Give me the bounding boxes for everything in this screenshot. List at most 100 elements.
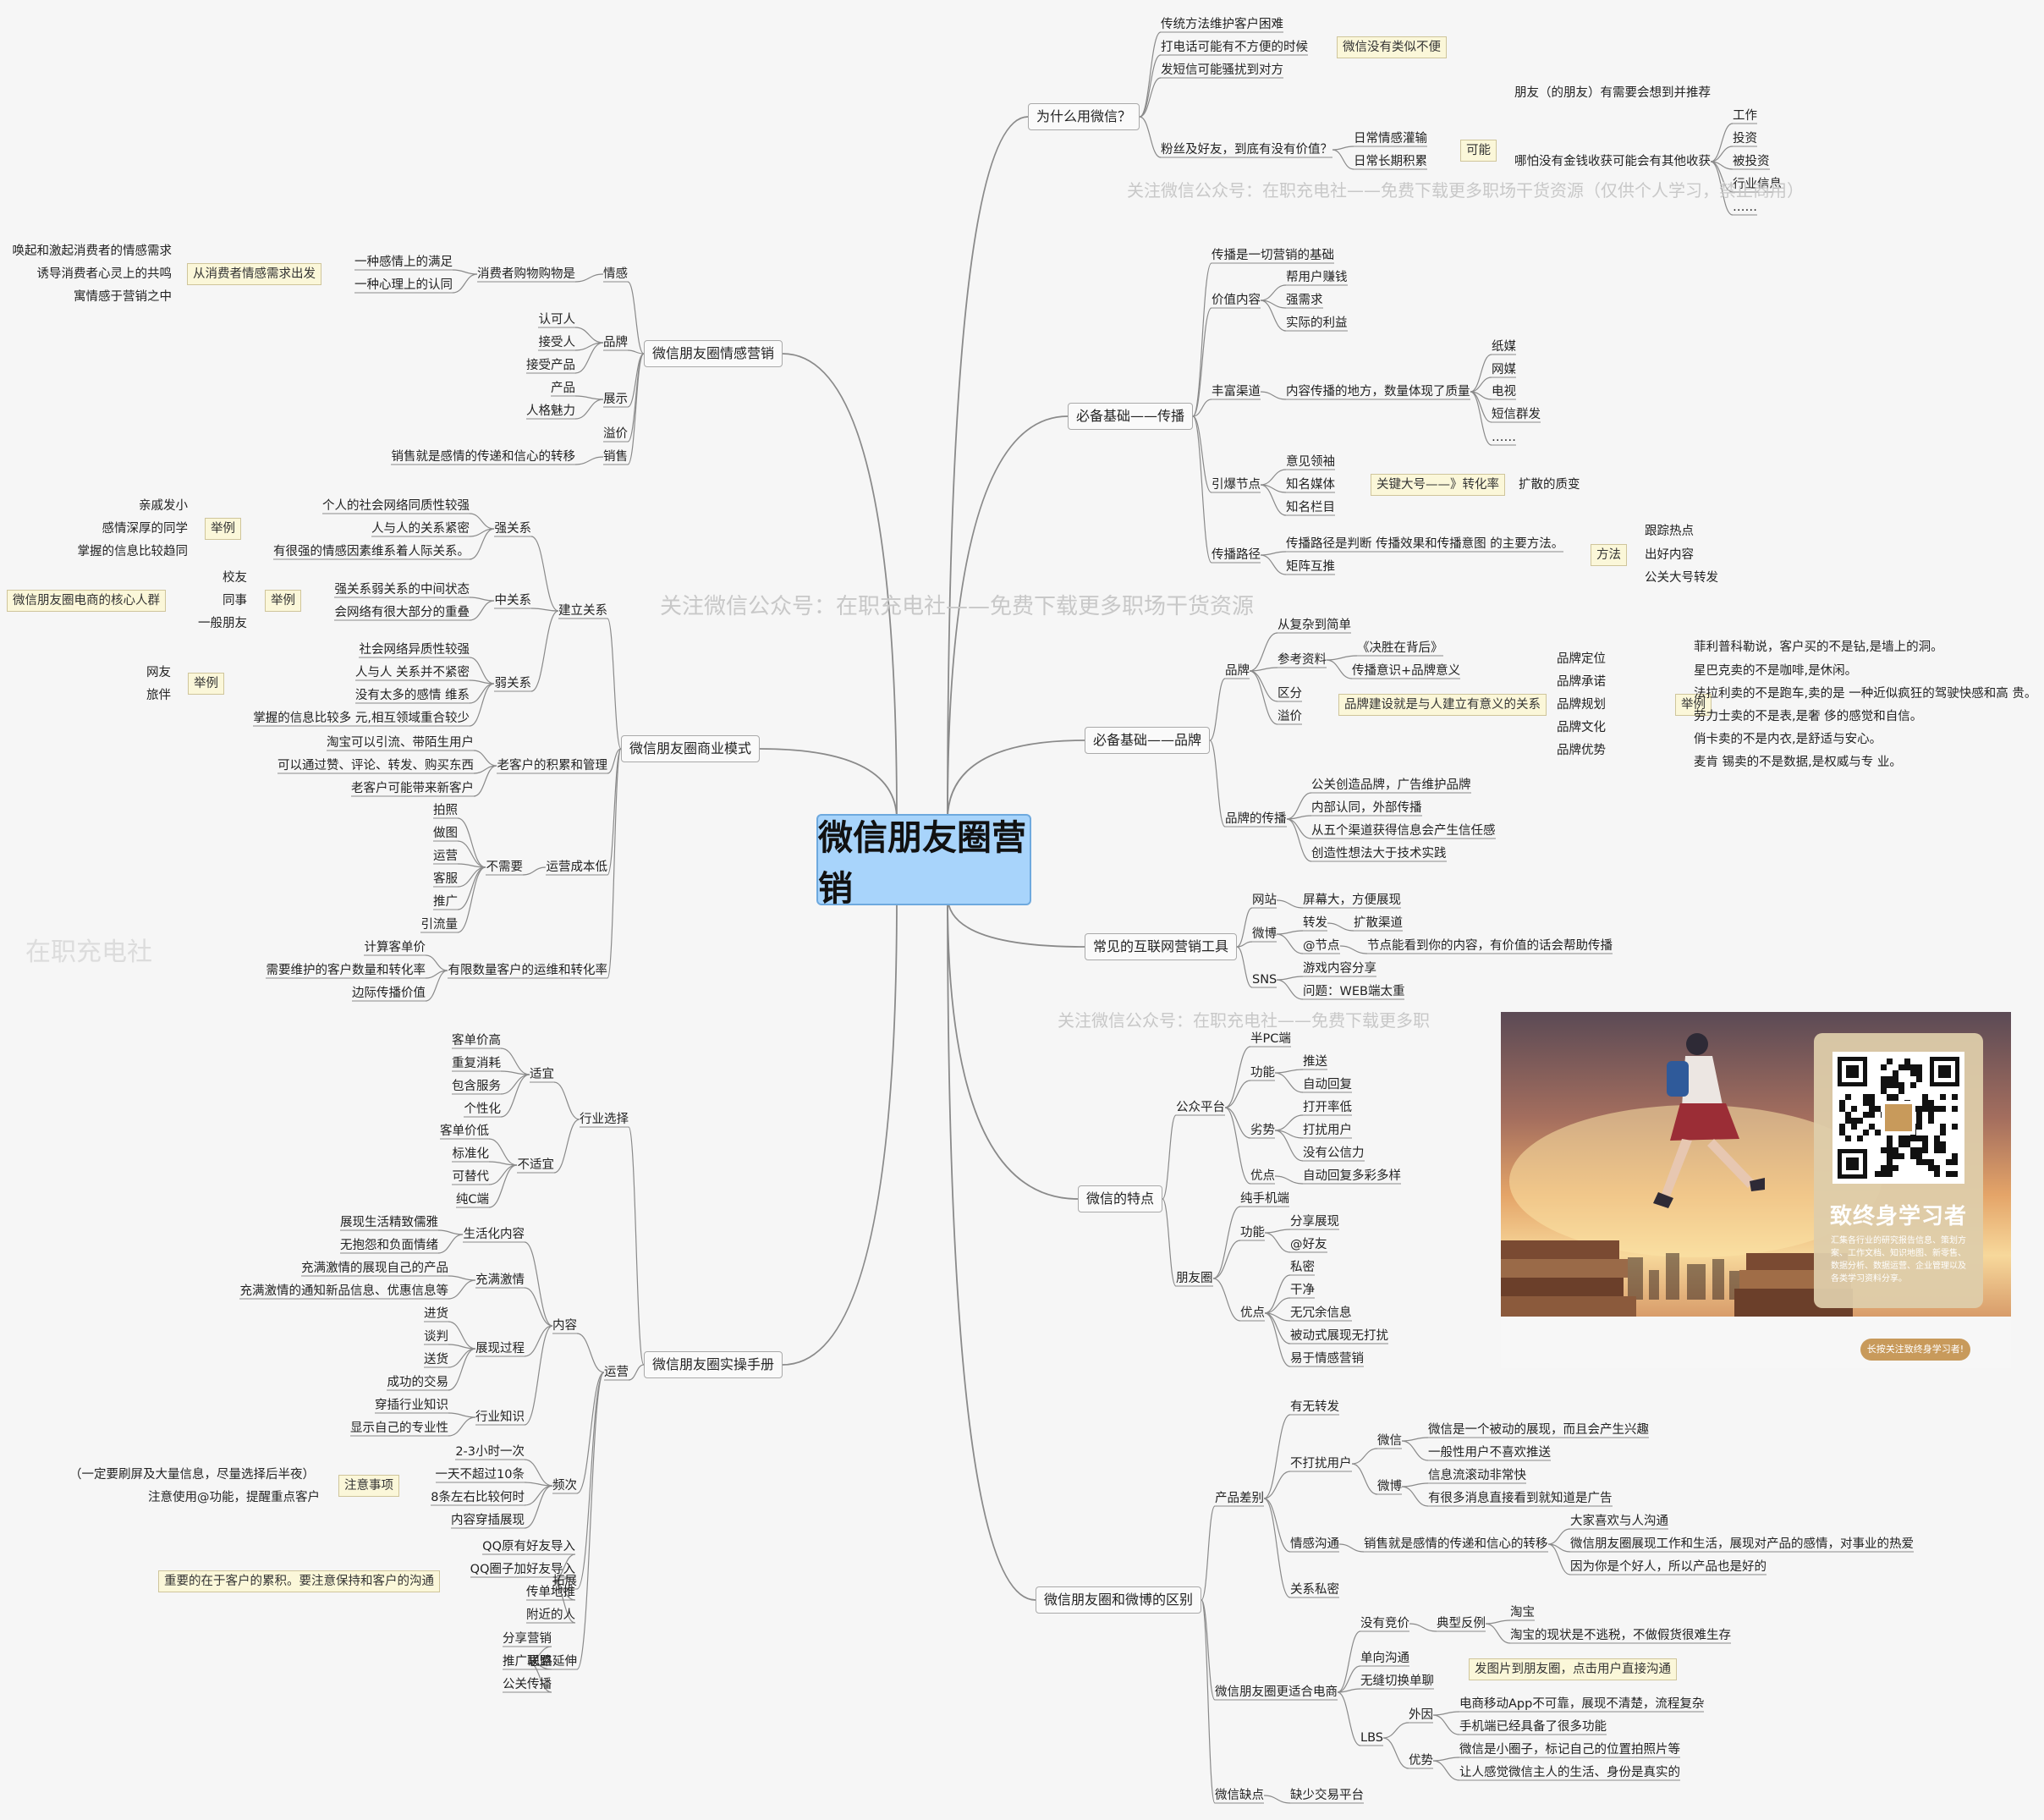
topic-node-b5-2-0[interactable]: 缺少交易平台: [1290, 1789, 1364, 1802]
summary-note-b0-4-2[interactable]: 可能: [1460, 140, 1497, 162]
topic-node-b5-1-0-0[interactable]: 典型反例: [1437, 1617, 1486, 1630]
topic-node-b4-1-2-3[interactable]: 被动式展现无打扰: [1290, 1329, 1388, 1343]
topic-node-b2-0-1-1[interactable]: 传播意识+品牌意义: [1352, 664, 1461, 678]
topic-node-b7-2-0-1[interactable]: 做图: [433, 827, 458, 840]
topic-node-b5-0-1-0-1[interactable]: 一般性用户不喜欢推送: [1428, 1446, 1551, 1460]
topic-node-b4-1-1[interactable]: 功能: [1240, 1226, 1265, 1240]
topic-node-b1-4-0[interactable]: 传播路径是判断 传播效果和传播意图 的主要方法。: [1286, 537, 1564, 551]
topic-node-b4-0[interactable]: 公众平台: [1176, 1101, 1225, 1114]
topic-node-b1-4-5[interactable]: 公关大号转发: [1645, 571, 1718, 585]
topic-node-b5-0-2[interactable]: 情感沟通: [1290, 1537, 1339, 1551]
topic-node-b5-0-1[interactable]: 不打扰用户: [1290, 1457, 1352, 1471]
topic-node-b5-0-2-0-0[interactable]: 大家喜欢与人沟通: [1570, 1515, 1668, 1528]
topic-node-b2-0-12[interactable]: 星巴克卖的不是咖啡,是休闲。: [1694, 664, 1858, 678]
topic-node-b1-3-1[interactable]: 知名媒体: [1286, 478, 1335, 492]
branch-topic-b1[interactable]: 必备基础——传播: [1068, 403, 1194, 430]
topic-node-b7-0-0-5[interactable]: 感情深厚的同学: [102, 522, 189, 536]
topic-node-b8-0-1-0[interactable]: 客单价低: [440, 1124, 489, 1138]
topic-node-b7-2-0-3[interactable]: 客服: [433, 872, 458, 886]
topic-node-b5-0-3[interactable]: 关系私密: [1290, 1583, 1339, 1597]
topic-node-b3-1[interactable]: 微博: [1252, 927, 1277, 941]
topic-node-b1-2[interactable]: 丰富渠道: [1212, 385, 1261, 399]
topic-node-b5-0-0[interactable]: 有无转发: [1290, 1400, 1339, 1414]
topic-node-b2-0-6[interactable]: 品牌承诺: [1557, 675, 1606, 689]
topic-node-b1-2-0-3[interactable]: 短信群发: [1492, 408, 1541, 421]
topic-node-b1-3[interactable]: 引爆节点: [1212, 478, 1261, 492]
topic-node-b7-0-0[interactable]: 强关系: [494, 522, 532, 536]
topic-node-b0-4-1[interactable]: 日常长期积累: [1354, 155, 1427, 168]
topic-node-b3-0-0[interactable]: 屏幕大，方便展现: [1303, 894, 1401, 907]
topic-node-b8-1-3-0[interactable]: 分享营销: [503, 1632, 552, 1646]
topic-node-b6-4-0[interactable]: 销售就是感情的传递和信心的转移: [391, 450, 576, 464]
topic-node-b7-0-2[interactable]: 弱关系: [494, 677, 532, 690]
topic-node-b7-0-1[interactable]: 中关系: [494, 594, 532, 608]
topic-node-b7-0-2-6[interactable]: 旅伴: [146, 689, 171, 702]
topic-node-b0-4-3[interactable]: 朋友（的朋友）有需要会想到并推荐: [1514, 86, 1711, 100]
topic-node-b6-1-0[interactable]: 认可人: [538, 313, 576, 327]
topic-node-b5-0-2-0[interactable]: 销售就是感情的传递和信心的转移: [1364, 1537, 1548, 1551]
topic-node-b1-1-0[interactable]: 帮用户赚钱: [1286, 271, 1348, 284]
topic-node-b8-1-2-3[interactable]: 附近的人: [526, 1608, 575, 1622]
topic-node-b6-1[interactable]: 品牌: [603, 336, 628, 349]
topic-node-b6-1-2[interactable]: 接受产品: [526, 359, 575, 372]
topic-node-b8-1-1-6[interactable]: 注意使用@功能，提醒重点客户: [148, 1491, 320, 1504]
topic-node-b7-2-0-4[interactable]: 推广: [433, 895, 458, 909]
topic-node-b7-0-0-1[interactable]: 人与人的关系紧密: [371, 522, 470, 536]
topic-node-b1-4-3[interactable]: 跟踪热点: [1645, 525, 1694, 538]
topic-node-b8-1-0-1-0[interactable]: 充满激情的展现自己的产品: [301, 1262, 448, 1275]
topic-node-b8-1-1[interactable]: 频次: [552, 1479, 577, 1493]
topic-node-b8-0[interactable]: 行业选择: [580, 1113, 629, 1126]
topic-node-b7-1[interactable]: 老客户的积累和管理: [497, 759, 608, 773]
topic-node-b6-0-0[interactable]: 消费者购物购物是: [477, 267, 575, 281]
qr-code[interactable]: [1832, 1052, 1964, 1184]
topic-node-b5-1-4-1-1[interactable]: 让人感觉微信主人的生活、身份是真实的: [1459, 1766, 1680, 1779]
topic-node-b0-4-4-3[interactable]: 行业信息: [1733, 178, 1782, 191]
topic-node-b8-1-2-0[interactable]: QQ原有好友导入: [482, 1540, 575, 1553]
topic-node-b4-1-1-1[interactable]: @好友: [1290, 1238, 1327, 1251]
topic-node-b5-1[interactable]: 微信朋友圈更适合电商: [1215, 1685, 1338, 1699]
summary-note-b5-1-3[interactable]: 发图片到朋友圈，点击用户直接沟通: [1469, 1658, 1677, 1680]
topic-node-b8-1-0-2-3[interactable]: 成功的交易: [387, 1376, 449, 1389]
summary-note-b0-3[interactable]: 微信没有类似不便: [1337, 36, 1447, 58]
topic-node-b7-3-2[interactable]: 边际传播价值: [352, 987, 426, 1000]
summary-note-b7-0-2-4[interactable]: 举例: [188, 673, 224, 695]
topic-node-b6-0-3[interactable]: 诱导消费者心灵上的共鸣: [36, 267, 173, 281]
topic-node-b4-0-1-0[interactable]: 推送: [1303, 1055, 1327, 1069]
topic-node-b5-0-2-0-2[interactable]: 因为你是个好人，所以产品也是好的: [1570, 1560, 1767, 1574]
topic-node-b8-1-0-3-1[interactable]: 显示自己的专业性: [350, 1421, 448, 1435]
topic-node-b7-0-1-4[interactable]: 同事: [223, 594, 247, 608]
topic-node-b8-1-1-2[interactable]: 8条左右比较何时: [431, 1491, 525, 1504]
topic-node-b7-0-2-2[interactable]: 没有太多的感情 维系: [354, 689, 470, 702]
topic-node-b7-3-1[interactable]: 需要维护的客户数量和转化率: [266, 964, 426, 977]
topic-node-b5-1-4-0-1[interactable]: 手机端已经具备了很多功能: [1459, 1720, 1607, 1734]
topic-node-b2-0-7[interactable]: 品牌规划: [1557, 698, 1606, 712]
topic-node-b0-1[interactable]: 打电话可能有不方便的时候: [1161, 41, 1308, 54]
topic-node-b3-2-1[interactable]: 问题：WEB端太重: [1303, 985, 1405, 998]
topic-node-b5-0-1-1[interactable]: 微博: [1377, 1480, 1402, 1493]
summary-note-b1-4-2[interactable]: 方法: [1591, 544, 1627, 566]
topic-node-b5-1-0-0-0[interactable]: 淘宝: [1510, 1606, 1535, 1619]
topic-node-b8-0-1-1[interactable]: 标准化: [452, 1147, 490, 1161]
topic-node-b7-0-1-0[interactable]: 强关系弱关系的中间状态: [334, 583, 470, 597]
topic-node-b2-0-1[interactable]: 参考资料: [1278, 653, 1327, 667]
topic-node-b6-0-4[interactable]: 寓情感于营销之中: [74, 290, 172, 304]
topic-node-b8-1-1-0[interactable]: 2-3小时一次: [455, 1445, 525, 1459]
topic-node-b5-1-4[interactable]: LBS: [1360, 1731, 1383, 1745]
topic-node-b8-1-0-2-1[interactable]: 谈判: [424, 1330, 448, 1344]
topic-node-b7-2-0-5[interactable]: 引流量: [420, 918, 459, 932]
topic-node-b4-0-2-0[interactable]: 打开率低: [1303, 1101, 1352, 1114]
topic-node-b8-1-3-1[interactable]: 推广联盟: [503, 1655, 552, 1669]
topic-node-b5-0[interactable]: 产品差别: [1215, 1492, 1264, 1505]
branch-topic-b0[interactable]: 为什么用微信？: [1028, 103, 1140, 130]
topic-node-b2-1-0[interactable]: 公关创造品牌，广告维护品牌: [1311, 778, 1471, 792]
topic-node-b6-2[interactable]: 展示: [603, 393, 628, 406]
topic-node-b8-1-0-2-0[interactable]: 进货: [424, 1307, 448, 1321]
branch-topic-b6[interactable]: 微信朋友圈情感营销: [643, 340, 783, 367]
topic-node-b2-0-15[interactable]: 俏卡卖的不是内衣,是舒适与安心。: [1694, 733, 1882, 746]
topic-node-b4-1-2-2[interactable]: 无冗余信息: [1290, 1306, 1352, 1320]
topic-node-b2-1[interactable]: 品牌的传播: [1225, 812, 1287, 826]
topic-node-b8-1-3-2[interactable]: 公关传播: [503, 1678, 552, 1691]
topic-node-b5-1-0[interactable]: 没有竞价: [1360, 1617, 1409, 1630]
topic-node-b6-2-1[interactable]: 人格魅力: [526, 404, 575, 418]
topic-node-b4-0-2[interactable]: 劣势: [1250, 1124, 1275, 1137]
